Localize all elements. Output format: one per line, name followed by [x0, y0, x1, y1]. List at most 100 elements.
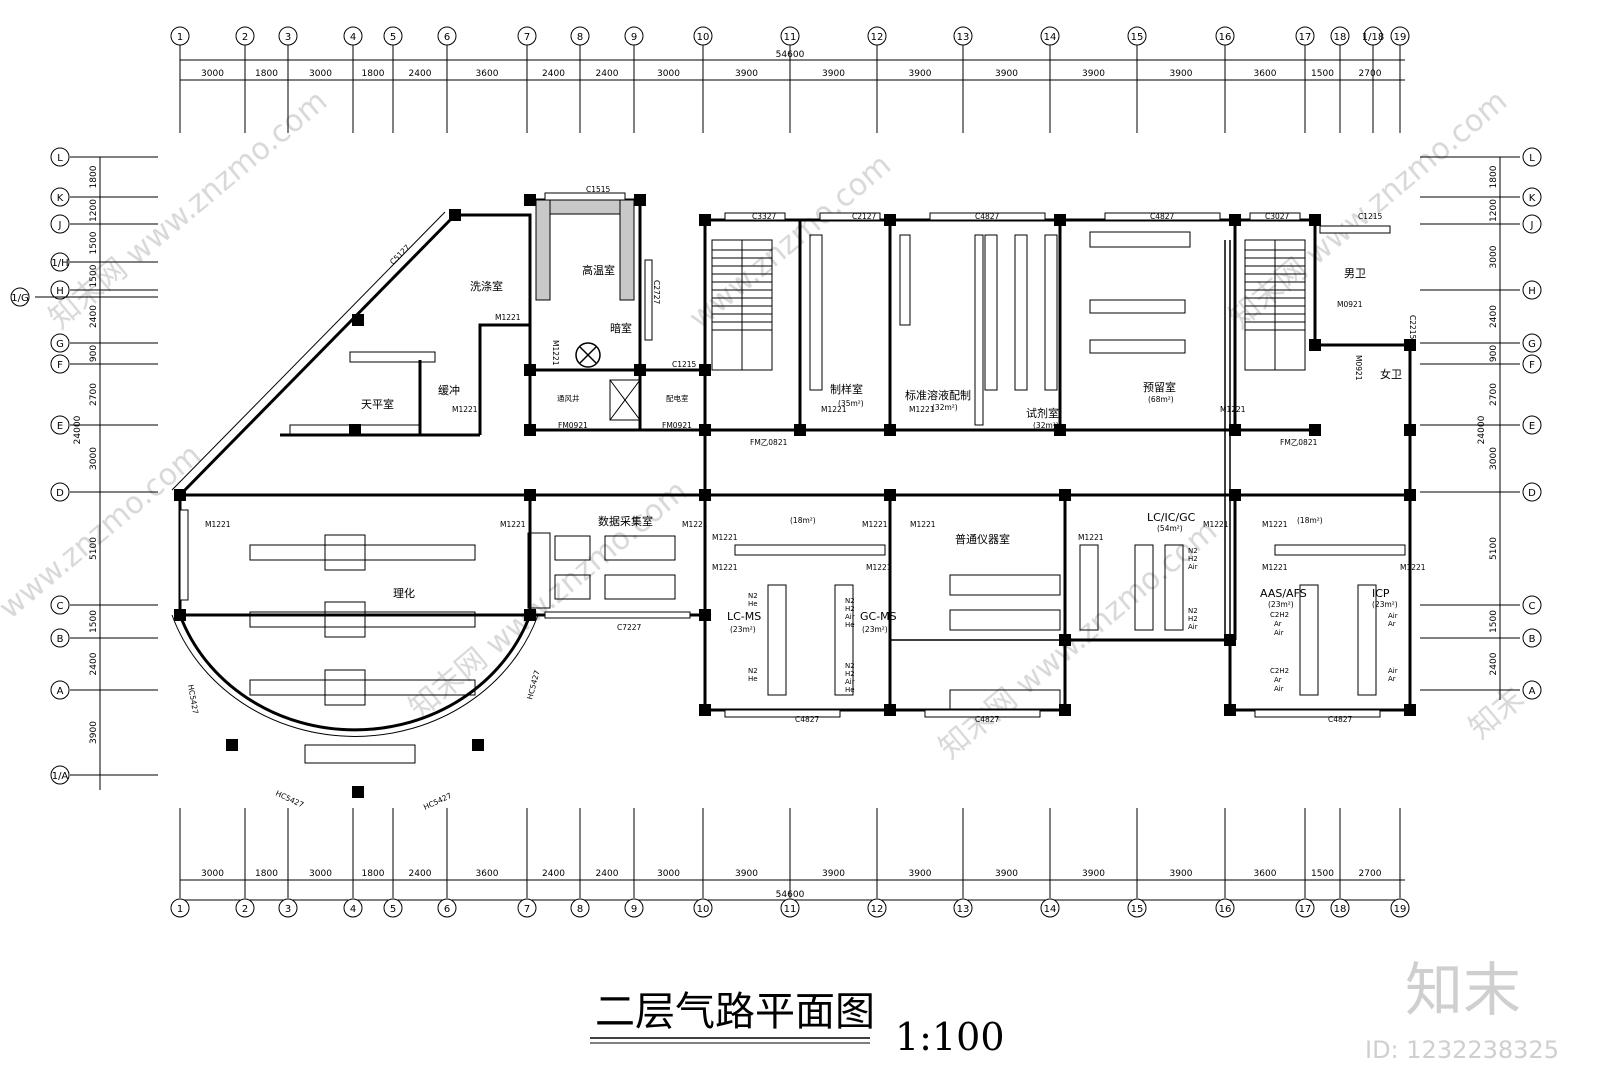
col-spacing-label: 2700 [1359, 869, 1382, 879]
col-spacing-label: 1800 [362, 869, 385, 879]
column [352, 786, 364, 798]
gas-labels: N2 He N2 He N2 H2 Air He N2 H2 Air He N2… [748, 547, 1398, 694]
col-spacing-label: 2400 [542, 69, 565, 79]
room-lcms: LC-MS [727, 610, 761, 623]
gas-label: Air [1274, 685, 1284, 693]
svg-text:www.znzmo.com: www.znzmo.com [0, 438, 208, 627]
column [472, 739, 484, 751]
row-axis-label: D [1528, 488, 1536, 499]
column [699, 364, 711, 376]
window-label: C2727 [652, 280, 661, 305]
column [699, 424, 711, 436]
column [1404, 704, 1416, 716]
window-label: C4827 [1150, 212, 1175, 221]
brand-id: ID: 1232238325 [1365, 1036, 1559, 1064]
col-spacing-label: 1800 [362, 69, 385, 79]
column [449, 209, 461, 221]
col-axis-bubble [278, 26, 298, 46]
col-spacing-label: 2400 [542, 869, 565, 879]
row-spacing-label: 2400 [89, 652, 99, 675]
column [1054, 424, 1066, 436]
brand-watermark: 知末 ID: 1232238325 [1365, 956, 1559, 1064]
column [524, 489, 536, 501]
row-axis-bubble [50, 333, 70, 353]
svg-text:www.znzmo.com: www.znzmo.com [683, 148, 898, 337]
area-gcms: (23m²) [862, 625, 888, 634]
window-label: C2215 [1408, 315, 1417, 340]
col-spacing-label: 3900 [909, 69, 932, 79]
col-spacing-label: 3900 [1082, 869, 1105, 879]
col-axis-bubble [343, 26, 363, 46]
gas-label: H2 [845, 605, 855, 613]
col-axis-bubble [624, 898, 644, 918]
row-axis-label: A [1529, 686, 1536, 697]
gas-label: N2 [845, 597, 855, 605]
row-axis-label: K [1529, 193, 1536, 204]
col-axis-bubble [780, 898, 800, 918]
row-spacing-label: 2400 [89, 305, 99, 328]
row-axis-bubble [50, 187, 70, 207]
stair-west [711, 239, 773, 371]
col-axis-bubble [1295, 26, 1315, 46]
gas-label: Air [1388, 667, 1398, 675]
column [1229, 489, 1241, 501]
col-axis-label: 15 [1131, 904, 1144, 915]
row-axis-bubble [50, 595, 70, 615]
col-spacing-label: 1800 [255, 69, 278, 79]
col-axis-label: 13 [957, 904, 970, 915]
vertical-total-left: 24000 [73, 415, 83, 444]
gas-label: N2 [845, 662, 855, 670]
gas-label: H2 [845, 670, 855, 678]
row-axis-bubble [50, 482, 70, 502]
col-axis-bubble [517, 26, 537, 46]
col-spacing-label: 2400 [596, 869, 619, 879]
col-spacing-label: 3900 [1082, 69, 1105, 79]
col-axis-label: 14 [1044, 904, 1057, 915]
row-spacing-label: 3000 [1489, 245, 1499, 268]
col-spacing-label: 3000 [657, 869, 680, 879]
room-vent-shaft: 通风井 [557, 393, 580, 403]
overall-dimension-bottom: 54600 [776, 890, 805, 900]
structural-columns [174, 194, 1416, 798]
col-axis-bubble [693, 898, 713, 918]
column [634, 194, 646, 206]
gas-label: He [845, 686, 855, 694]
door-label: M1221 [551, 340, 560, 366]
column [699, 704, 711, 716]
column [699, 214, 711, 226]
row-axis-label: L [1529, 153, 1535, 164]
column [524, 364, 536, 376]
area-sample: (35m²) [838, 399, 864, 408]
row-axis-bubble [1522, 187, 1542, 207]
col-axis-bubble [1363, 26, 1383, 46]
gas-label: Air [1188, 623, 1198, 631]
col-axis-bubble [1127, 898, 1147, 918]
gas-label: Air [845, 613, 855, 621]
row-axis-bubble [10, 287, 30, 307]
col-axis-label: 8 [577, 904, 583, 915]
window-label: HC5427 [186, 684, 200, 715]
gas-label: N2 [1188, 547, 1198, 555]
row-spacing-label: 2700 [1489, 383, 1499, 406]
gas-label: Air [845, 678, 855, 686]
col-spacing-label: 3900 [735, 69, 758, 79]
col-axis-label: 16 [1219, 32, 1232, 43]
column [1054, 214, 1066, 226]
col-axis-label: 8 [577, 32, 583, 43]
lab-benches [249, 231, 1406, 764]
col-spacing-label: 3900 [822, 69, 845, 79]
column [349, 424, 361, 436]
row-axis-bubble [50, 214, 70, 234]
area-18-a: (18m²) [790, 516, 816, 525]
col-axis-bubble [1330, 26, 1350, 46]
col-spacing-label: 2400 [409, 869, 432, 879]
row-spacing-label: 1200 [1489, 199, 1499, 222]
high-temp-insulation [535, 199, 635, 301]
row-spacing-label: 5100 [89, 537, 99, 560]
col-axis-label: 12 [871, 904, 884, 915]
col-spacing-label: 2400 [409, 69, 432, 79]
watermark-layer: 知末网 www.znzmo.com www.znzmo.com 知末网 www.… [0, 84, 1531, 766]
col-axis-bubble [1330, 898, 1350, 918]
row-spacing-label: 3900 [89, 721, 99, 744]
